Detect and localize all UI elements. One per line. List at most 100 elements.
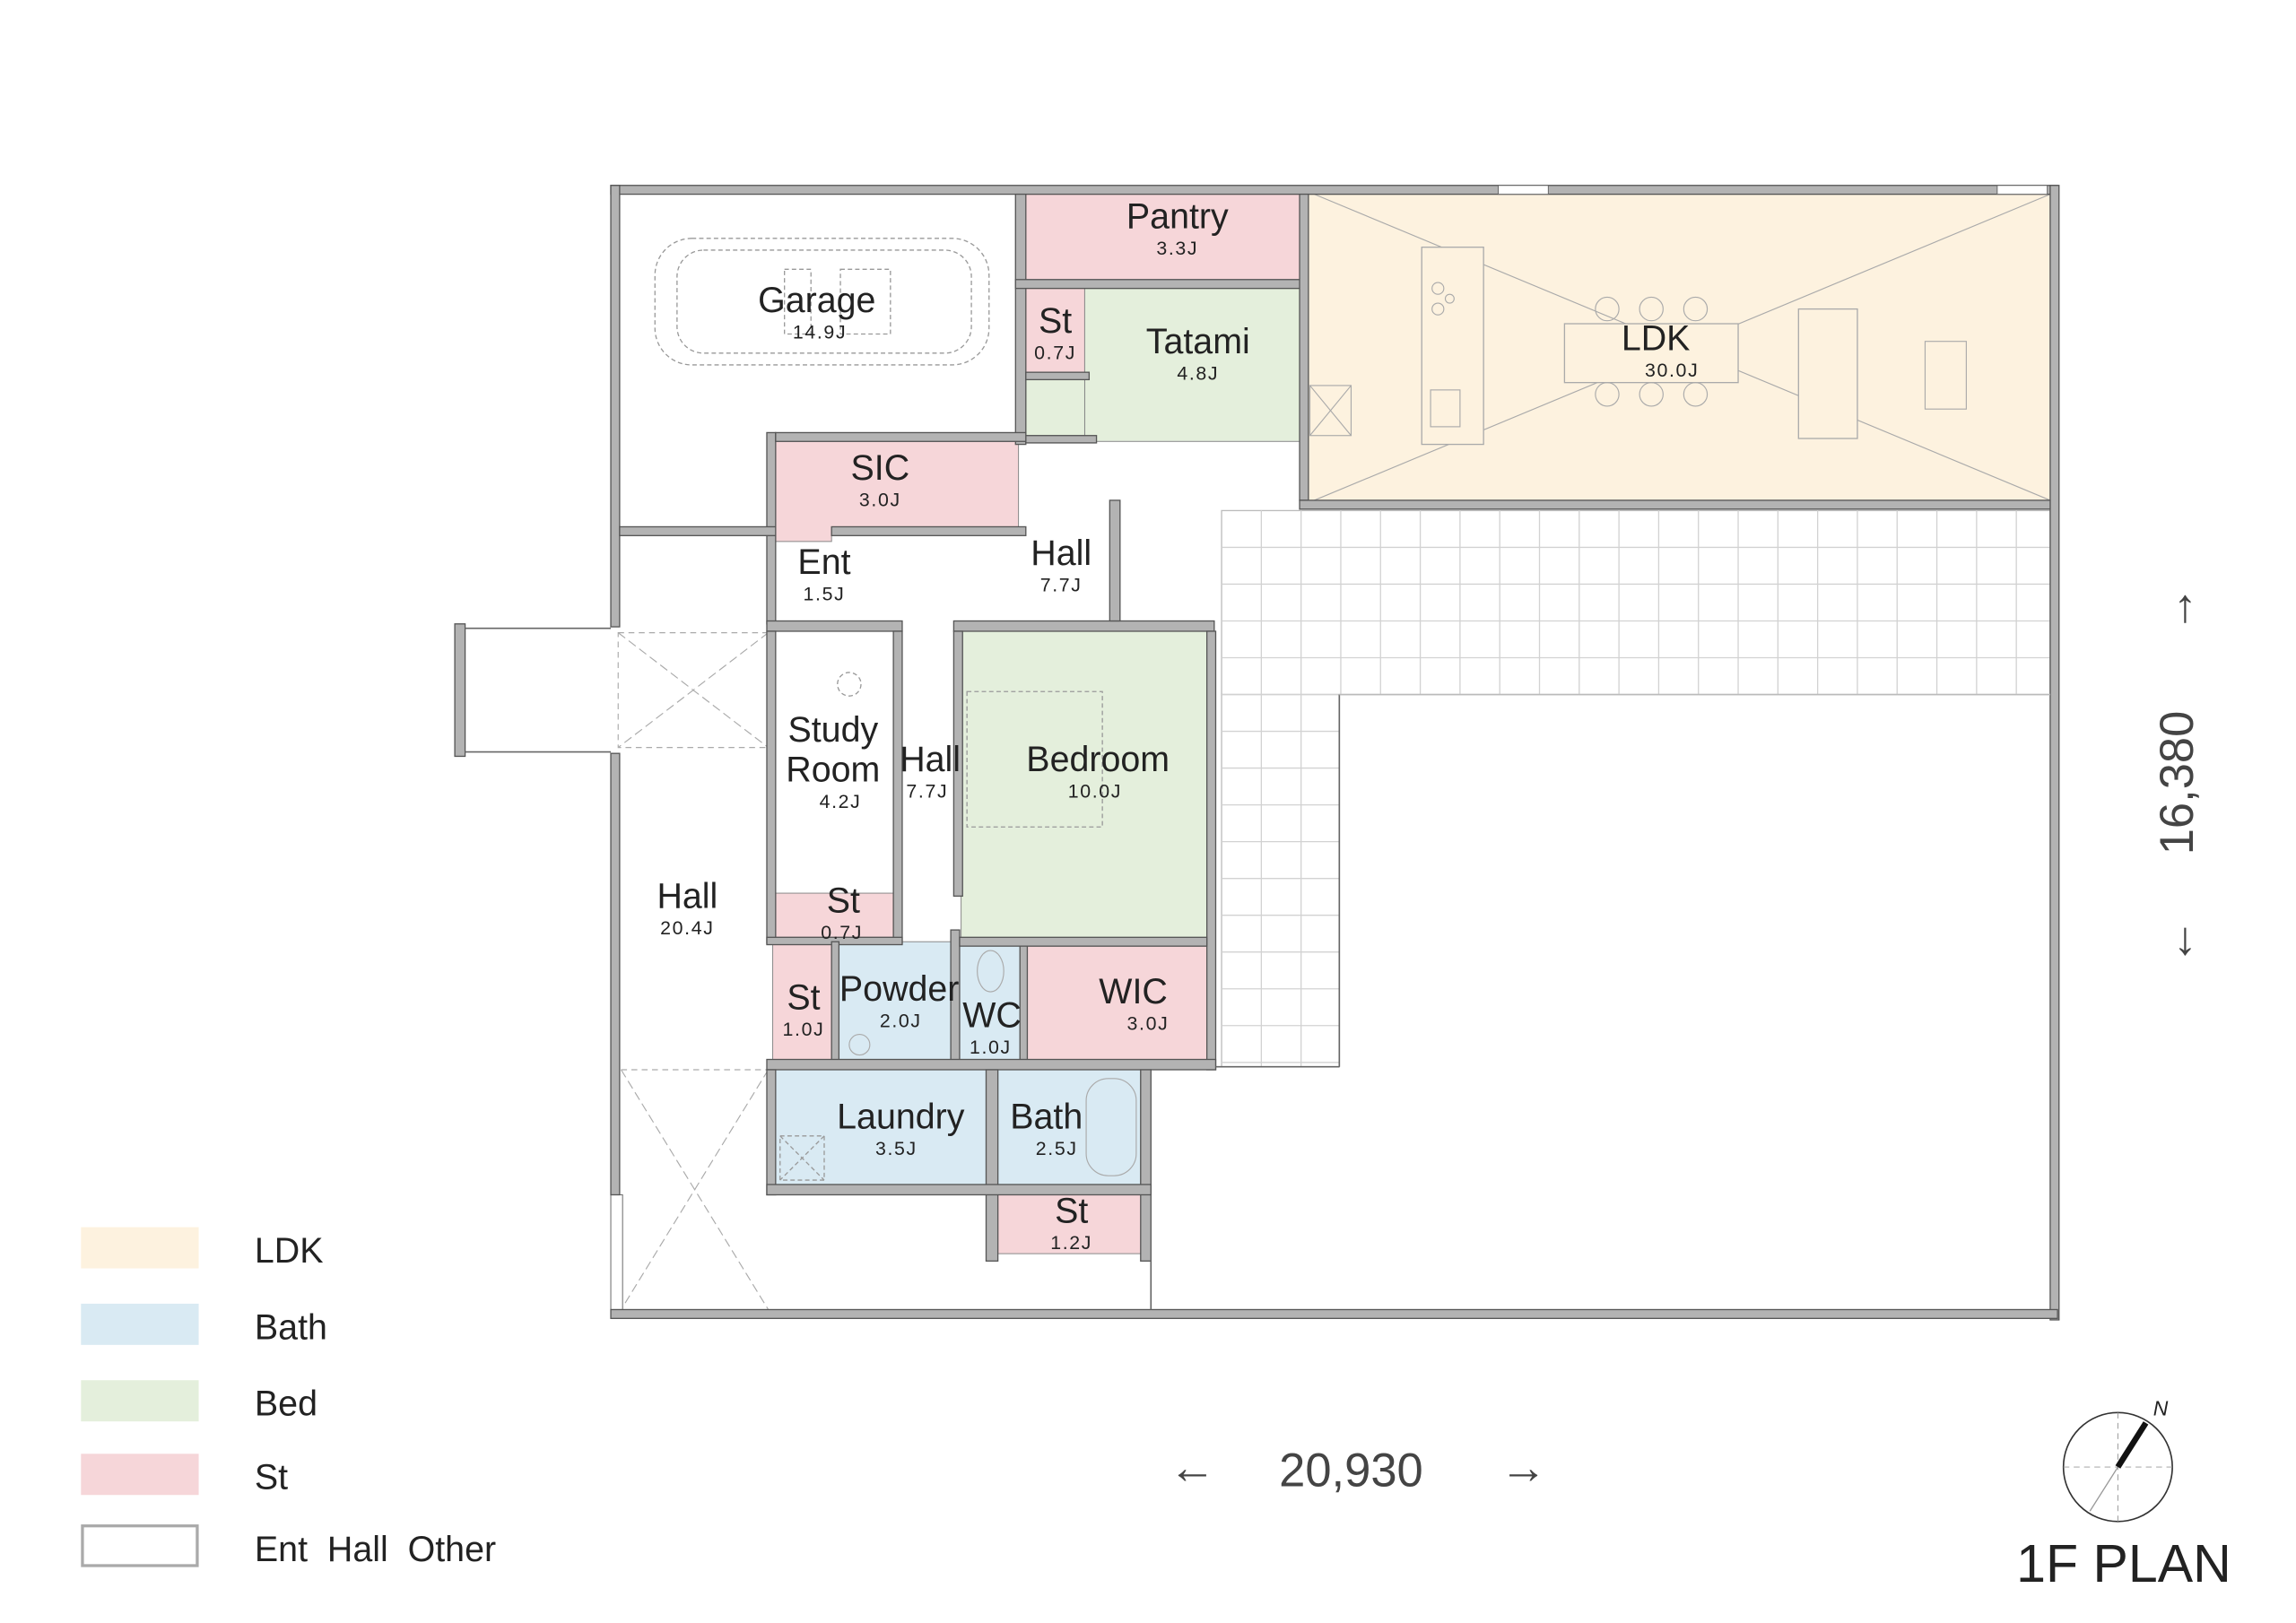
svg-text:St: St	[1039, 301, 1072, 341]
svg-text:Hall: Hall	[1031, 534, 1091, 573]
legend: LDK Bath Bed St Ent Hall Other	[81, 1227, 496, 1569]
walls	[610, 185, 2060, 1321]
svg-text:Bedroom: Bedroom	[1026, 740, 1170, 779]
svg-text:←: ←	[2151, 918, 2204, 965]
svg-text:4.2J: 4.2J	[820, 791, 862, 812]
svg-text:0.7J: 0.7J	[1034, 342, 1076, 363]
svg-text:→: →	[1500, 1441, 1547, 1494]
svg-text:16,380: 16,380	[2151, 711, 2204, 855]
svg-text:Study: Study	[787, 710, 878, 750]
svg-text:St: St	[787, 978, 820, 1018]
legend-label-bath: Bath	[255, 1307, 327, 1347]
svg-text:14.9J: 14.9J	[793, 321, 847, 343]
svg-text:10.0J: 10.0J	[1068, 780, 1122, 802]
svg-text:→: →	[2151, 586, 2204, 633]
svg-text:Bath: Bath	[1010, 1098, 1083, 1137]
width-dimension: ← 20,930 →	[1169, 1441, 1547, 1497]
svg-text:20,930: 20,930	[1279, 1444, 1423, 1497]
svg-text:Pantry: Pantry	[1126, 196, 1229, 236]
legend-swatch-bath	[81, 1303, 199, 1345]
svg-text:4.8J: 4.8J	[1177, 362, 1219, 384]
svg-text:LDK: LDK	[1622, 319, 1691, 359]
svg-text:2.0J: 2.0J	[880, 1010, 922, 1031]
label-st-07: St0.7J	[1034, 301, 1076, 364]
svg-text:WC: WC	[962, 995, 1022, 1035]
legend-swatch-bed	[81, 1380, 199, 1422]
north-compass-icon: N	[2062, 1397, 2173, 1523]
car-outline	[654, 238, 990, 366]
legend-swatch-ldk	[81, 1227, 199, 1269]
svg-text:1.0J: 1.0J	[783, 1019, 825, 1040]
terrace-deck	[1221, 509, 2051, 1068]
svg-text:3.5J: 3.5J	[875, 1138, 918, 1159]
sink-icon	[848, 1034, 871, 1056]
svg-text:SIC: SIC	[851, 448, 910, 488]
svg-text:N: N	[2153, 1397, 2169, 1420]
label-wc: WC1.0J	[962, 995, 1022, 1058]
label-st-12: St1.2J	[1050, 1192, 1092, 1254]
svg-text:3.0J: 3.0J	[859, 489, 901, 510]
svg-text:7.7J: 7.7J	[1040, 575, 1083, 596]
svg-text:Ent: Ent	[797, 542, 850, 582]
svg-text:30.0J: 30.0J	[1645, 360, 1699, 381]
kitchen-island	[1421, 247, 1484, 446]
room-tatami	[1083, 288, 1300, 442]
legend-label-bed: Bed	[255, 1384, 317, 1424]
legend-label-other: Ent Hall Other	[255, 1530, 496, 1569]
room-laundry	[775, 1069, 987, 1185]
svg-text:Garage: Garage	[758, 281, 875, 320]
toilet-icon	[977, 950, 1004, 993]
room-storage-10	[772, 944, 832, 1060]
room-storage-12	[997, 1193, 1144, 1254]
depth-dimension: → 16,380 ←	[2151, 586, 2204, 965]
room-fills	[772, 194, 2051, 1254]
plan-title: 1F PLAN	[2016, 1534, 2231, 1593]
svg-text:St: St	[1055, 1192, 1088, 1231]
svg-text:1.5J: 1.5J	[804, 584, 846, 605]
fixtures	[654, 194, 2051, 1181]
svg-text:1.2J: 1.2J	[1050, 1232, 1092, 1254]
svg-text:Hall: Hall	[657, 876, 718, 916]
sofa	[1797, 308, 1858, 439]
svg-text:1.0J: 1.0J	[970, 1037, 1012, 1058]
dining-table	[1563, 323, 1739, 384]
svg-text:Hall: Hall	[900, 740, 961, 779]
legend-swatch-other	[81, 1524, 199, 1567]
room-storage-07	[1025, 288, 1085, 373]
room-tatami-nook	[1025, 378, 1085, 437]
bathtub-icon	[1085, 1078, 1137, 1176]
svg-text:3.0J: 3.0J	[1127, 1013, 1170, 1035]
legend-swatch-st	[81, 1454, 199, 1496]
svg-text:3.3J: 3.3J	[1156, 238, 1198, 259]
room-wic	[1025, 945, 1208, 1060]
legend-label-ldk: LDK	[255, 1231, 324, 1271]
room-pantry	[1014, 194, 1300, 281]
svg-text:0.7J: 0.7J	[821, 922, 863, 943]
room-bath	[997, 1069, 1142, 1185]
svg-text:Powder: Powder	[839, 969, 960, 1009]
svg-text:Laundry: Laundry	[837, 1098, 965, 1137]
svg-text:St: St	[827, 881, 860, 920]
svg-text:WIC: WIC	[1099, 972, 1168, 1011]
legend-label-st: St	[255, 1458, 288, 1497]
svg-text:Room: Room	[786, 750, 880, 789]
svg-text:2.5J: 2.5J	[1036, 1138, 1078, 1159]
svg-text:20.4J: 20.4J	[660, 917, 714, 939]
bed	[966, 690, 1103, 828]
